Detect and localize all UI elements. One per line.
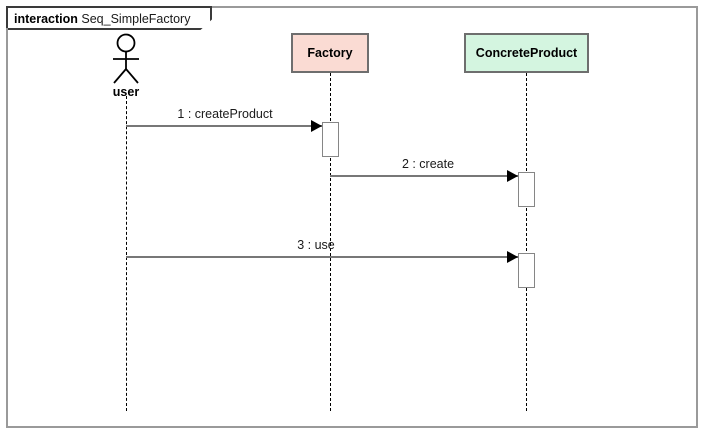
frame-title: Seq_SimpleFactory	[81, 12, 191, 26]
message-arrowhead-2	[507, 170, 518, 182]
activation-bar-factory-1	[322, 122, 339, 157]
participant-label-concreteproduct: ConcreteProduct	[475, 46, 578, 60]
message-label-3: 3 : use	[297, 238, 335, 252]
lifeline-concreteproduct	[526, 73, 527, 411]
participant-label-factory: Factory	[307, 46, 353, 60]
lifeline-user	[126, 96, 127, 411]
activation-bar-concreteproduct-3	[518, 253, 535, 288]
message-arrowhead-3	[507, 251, 518, 263]
lifeline-factory	[330, 73, 331, 411]
message-label-2: 2 : create	[401, 157, 455, 171]
participant-concreteproduct[interactable]: ConcreteProduct	[464, 33, 589, 73]
frame-name-tag: interaction Seq_SimpleFactory	[6, 6, 213, 30]
message-label-1: 1 : createProduct	[177, 107, 273, 121]
frame-name-tag-inner: interaction Seq_SimpleFactory	[8, 8, 212, 30]
message-line-2[interactable]	[330, 175, 518, 177]
message-line-3[interactable]	[126, 256, 518, 258]
participant-factory[interactable]: Factory	[291, 33, 369, 73]
message-arrowhead-1	[311, 120, 322, 132]
message-line-1[interactable]	[126, 125, 322, 127]
participant-label-user: user	[112, 85, 140, 99]
frame-keyword: interaction	[14, 12, 78, 26]
actor-stick-figure-icon	[113, 33, 139, 84]
participant-user[interactable]	[106, 33, 146, 85]
activation-bar-concreteproduct-2	[518, 172, 535, 207]
interaction-frame	[6, 6, 698, 428]
